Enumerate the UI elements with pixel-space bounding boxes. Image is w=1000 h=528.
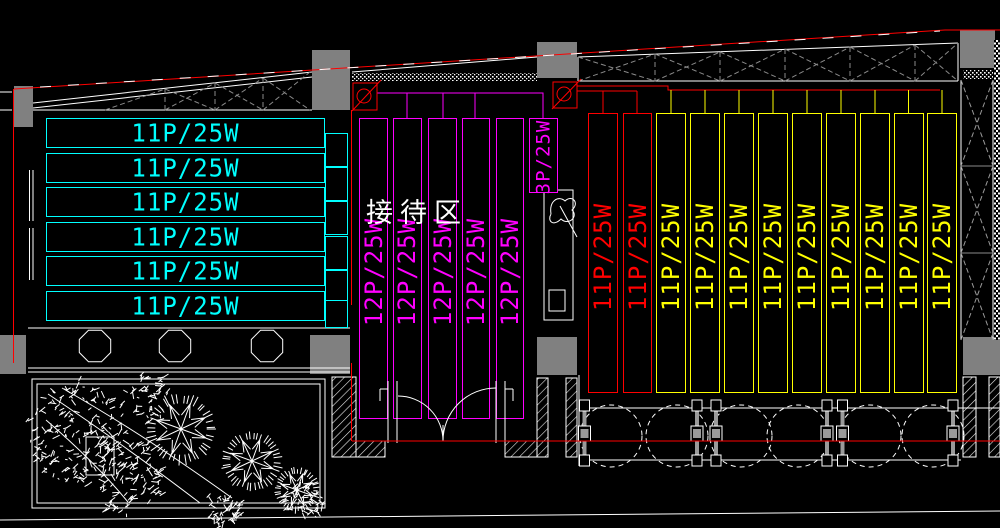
fixture-bar-yellow: 11P/25W (690, 113, 720, 393)
fixture-connector-tab (325, 300, 348, 328)
hatched-walls (331, 376, 1000, 458)
fixture-bar-yellow: 11P/25W (792, 113, 822, 393)
shrub-symbol (281, 481, 326, 520)
fixture-bar-red: 11P/25W (623, 113, 652, 393)
middle-storefront (351, 56, 993, 81)
fixture-bar-magenta: 12P/25W (359, 118, 388, 419)
shrub-symbol (123, 371, 173, 425)
mullion-symbol (690, 399, 704, 467)
planting-bed (31, 378, 326, 509)
fixture-label: 11P/25W (131, 256, 240, 286)
fixture-bar-cyan: 11P/25W (46, 290, 325, 321)
power-switch-symbol (351, 78, 582, 112)
fixture-bar-magenta: 12P/25W (393, 118, 422, 419)
fixture-connector-tab (325, 201, 348, 235)
fixture-bar-yellow: 11P/25W (656, 113, 686, 393)
fixture-bar-cyan: 11P/25W (46, 256, 325, 286)
wiring-yellow-stubs (670, 90, 943, 113)
shopfront-track-lines (578, 375, 1000, 466)
fixture-bar-magenta_short: 3P/25W (529, 118, 558, 194)
fixture-bar-yellow: 11P/25W (927, 113, 957, 393)
column-blocks (0, 30, 1000, 375)
fixture-label: 11P/25W (131, 187, 240, 217)
mullion-symbol (709, 399, 723, 467)
fixture-connector-tab (325, 133, 348, 167)
right-truss-bracing (577, 42, 959, 82)
tree-symbols (25, 371, 326, 528)
palm-tree-symbol (221, 431, 283, 492)
fixture-bar-yellow: 11P/25W (758, 113, 788, 393)
red-floor-line (351, 363, 1000, 442)
mullion-symbol (820, 399, 834, 467)
mullion-symbol (578, 399, 591, 467)
fixture-bar-yellow: 11P/25W (724, 113, 754, 393)
palm-tree-symbol (274, 467, 320, 514)
fixture-bar-cyan: 11P/25W (46, 152, 325, 183)
wiring-magenta (377, 92, 544, 118)
boundary-centerline-dashes (39, 30, 941, 88)
octagon-column (78, 329, 112, 363)
fixture-bar-red: 11P/25W (588, 113, 618, 393)
fixture-bar-yellow: 11P/25W (860, 113, 890, 393)
wiring-red (577, 85, 940, 113)
fixture-bar-cyan: 11P/25W (46, 187, 325, 217)
fixture-label: 11P/25W (131, 118, 240, 148)
shrub-symbol (83, 439, 167, 518)
fixture-connector-tab (325, 236, 348, 270)
shrub-symbol (25, 375, 129, 488)
fixture-bar-magenta: 12P/25W (495, 118, 524, 419)
fixture-bar-yellow: 11P/25W (893, 113, 924, 393)
right-truss (577, 42, 959, 82)
octagon-column (250, 329, 284, 363)
door-mullions (578, 399, 960, 467)
fixture-connector-tab (325, 167, 348, 201)
fixture-bar-cyan: 11P/25W (46, 118, 325, 148)
fixture-bar-yellow: 11P/25W (826, 113, 856, 393)
reception-area-label: 接待区 (366, 198, 468, 228)
left-truss-bracing (104, 71, 311, 111)
mullion-symbol (946, 399, 960, 467)
bottom-edge-line (0, 510, 1000, 521)
right-wall-strip (960, 40, 1000, 341)
octagon-column (158, 329, 192, 363)
fixture-label: 11P/25W (131, 290, 240, 321)
palm-tree-symbol (145, 394, 216, 466)
double-swing-door (379, 381, 514, 443)
colonnade-band (28, 327, 350, 373)
dashed-circle-planters (579, 404, 965, 468)
fixture-bar-cyan: 11P/25W (46, 221, 325, 252)
fixture-label: 11P/25W (131, 221, 240, 252)
fixture-bar-magenta: 12P/25W (462, 118, 490, 419)
reception-desk (543, 189, 578, 321)
fixture-label: 11P/25W (131, 152, 240, 183)
mullion-symbol (836, 399, 849, 467)
fixture-bar-magenta: 12P/25W (428, 118, 457, 419)
